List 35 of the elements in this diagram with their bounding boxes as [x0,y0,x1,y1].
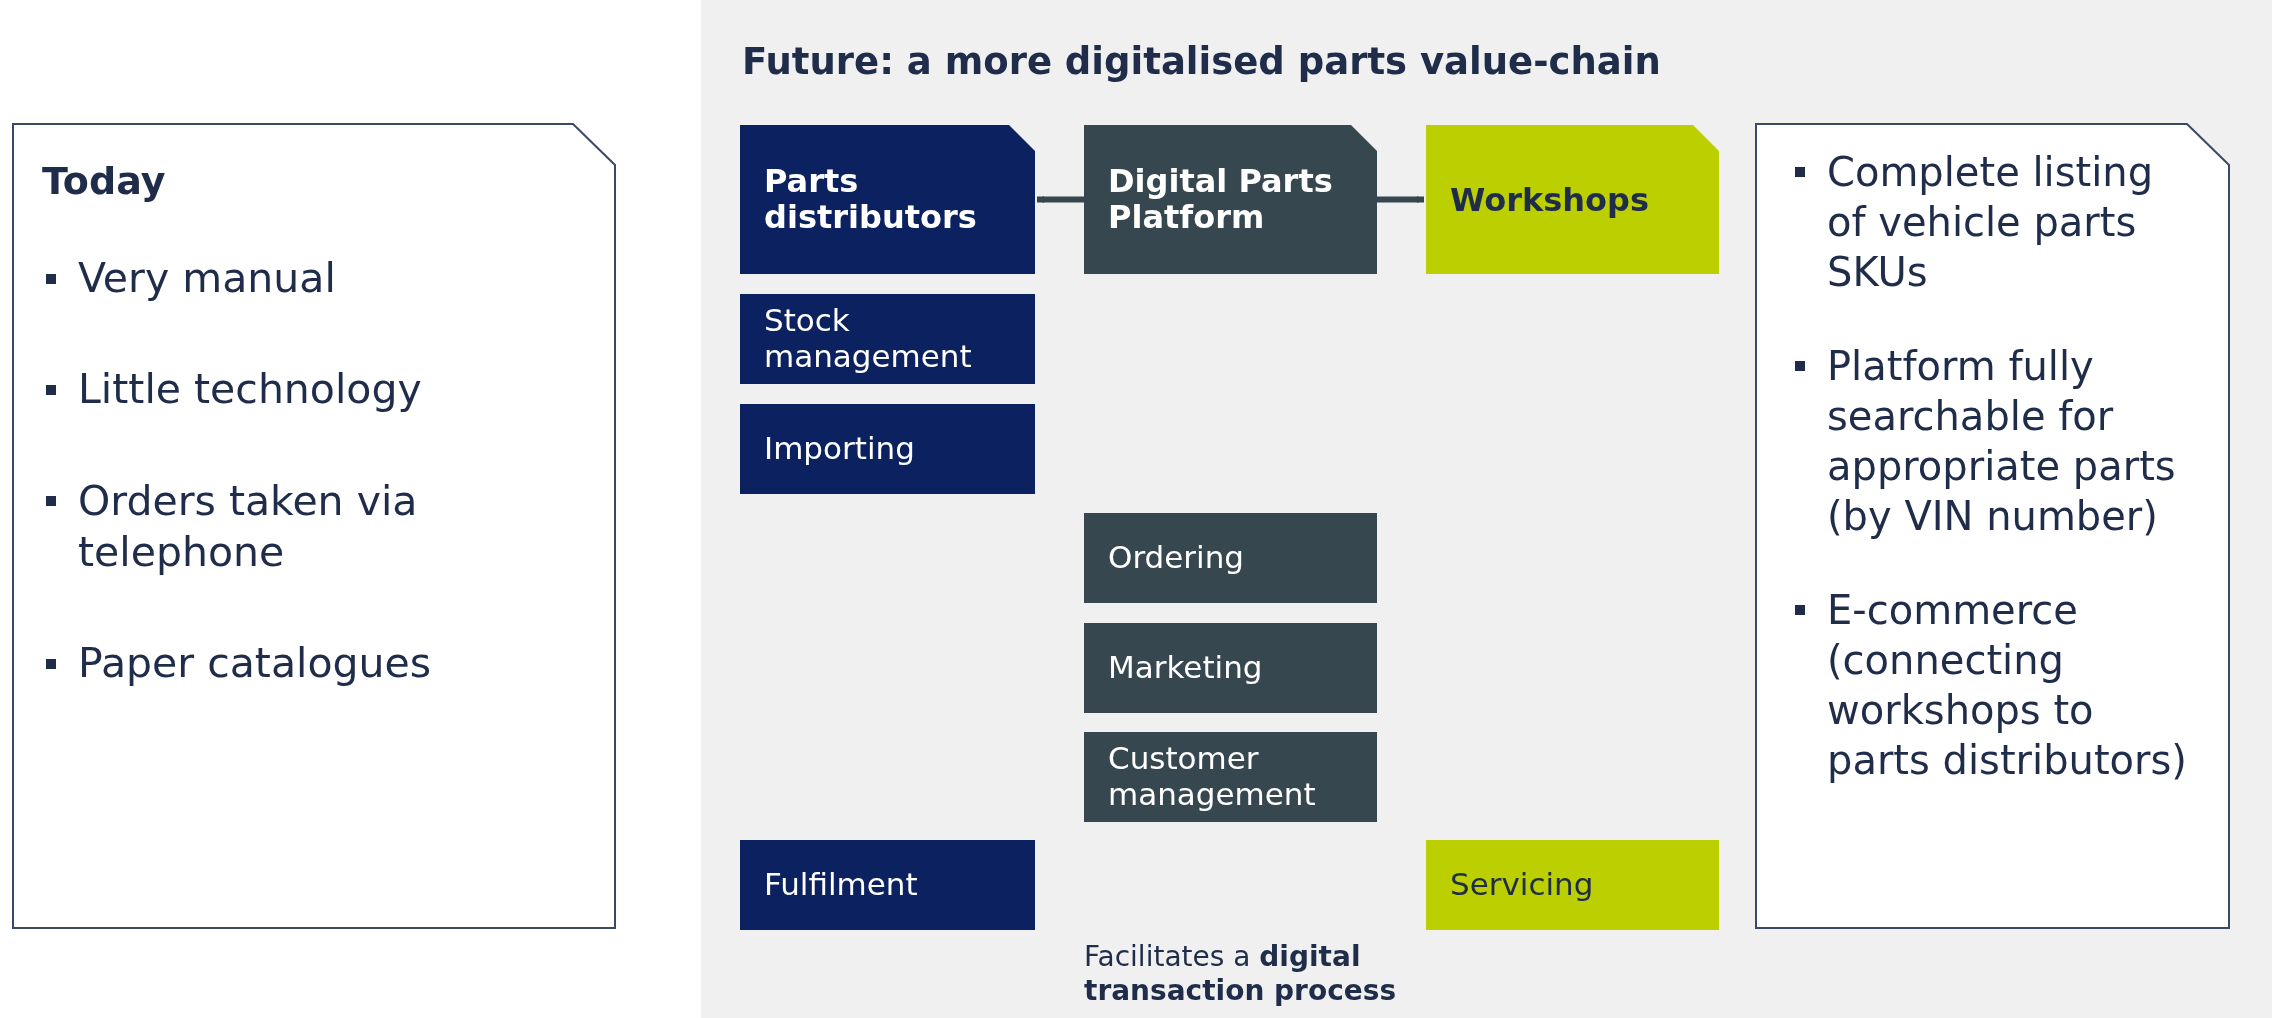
arrow [1377,196,1424,203]
bullet-item: E-commerce (connecting workshops to parts distributors) [1791,585,2190,785]
box-label: Fulfilment [764,867,919,903]
note-card [12,123,616,929]
box-label: Marketing [1108,650,1264,686]
process-box [1426,125,1719,274]
bullet-item: Orders taken via telephone [42,475,586,578]
bullet-item: Platform fully searchable for appropriate parts (by VIN number) [1791,341,2190,541]
bullet-item: Paper catalogues [42,638,586,690]
box-label: Customer management [1108,741,1317,813]
bullet-item: Very manual [42,253,586,305]
note-card [1755,123,2230,929]
process-box [740,404,1035,494]
box-heading: Workshops [1450,181,1650,218]
process-box [1084,623,1377,713]
box-label: Ordering [1108,540,1246,576]
background-panel [701,0,2272,1018]
box-heading: Parts distributors [764,162,978,237]
box-label: Servicing [1450,867,1595,903]
process-box [1426,840,1719,930]
process-box [1084,732,1377,822]
process-box [740,125,1035,274]
arrow [1037,196,1084,203]
bullet-item: Complete listing of vehicle parts SKUs [1791,147,2190,297]
box-heading: Digital Parts Platform [1108,162,1334,237]
title: Future: a more digitalised parts value-chain [742,40,1661,83]
heading: Today [42,159,167,203]
process-box [1084,513,1377,603]
box-label: Importing [764,431,916,467]
box-label: Stock management [764,303,973,375]
process-box [740,840,1035,930]
process-box [740,294,1035,384]
process-box [1084,125,1377,274]
bullet-item: Little technology [42,364,586,416]
caption-text: Facilitates a digital transaction process [1084,940,1398,1008]
